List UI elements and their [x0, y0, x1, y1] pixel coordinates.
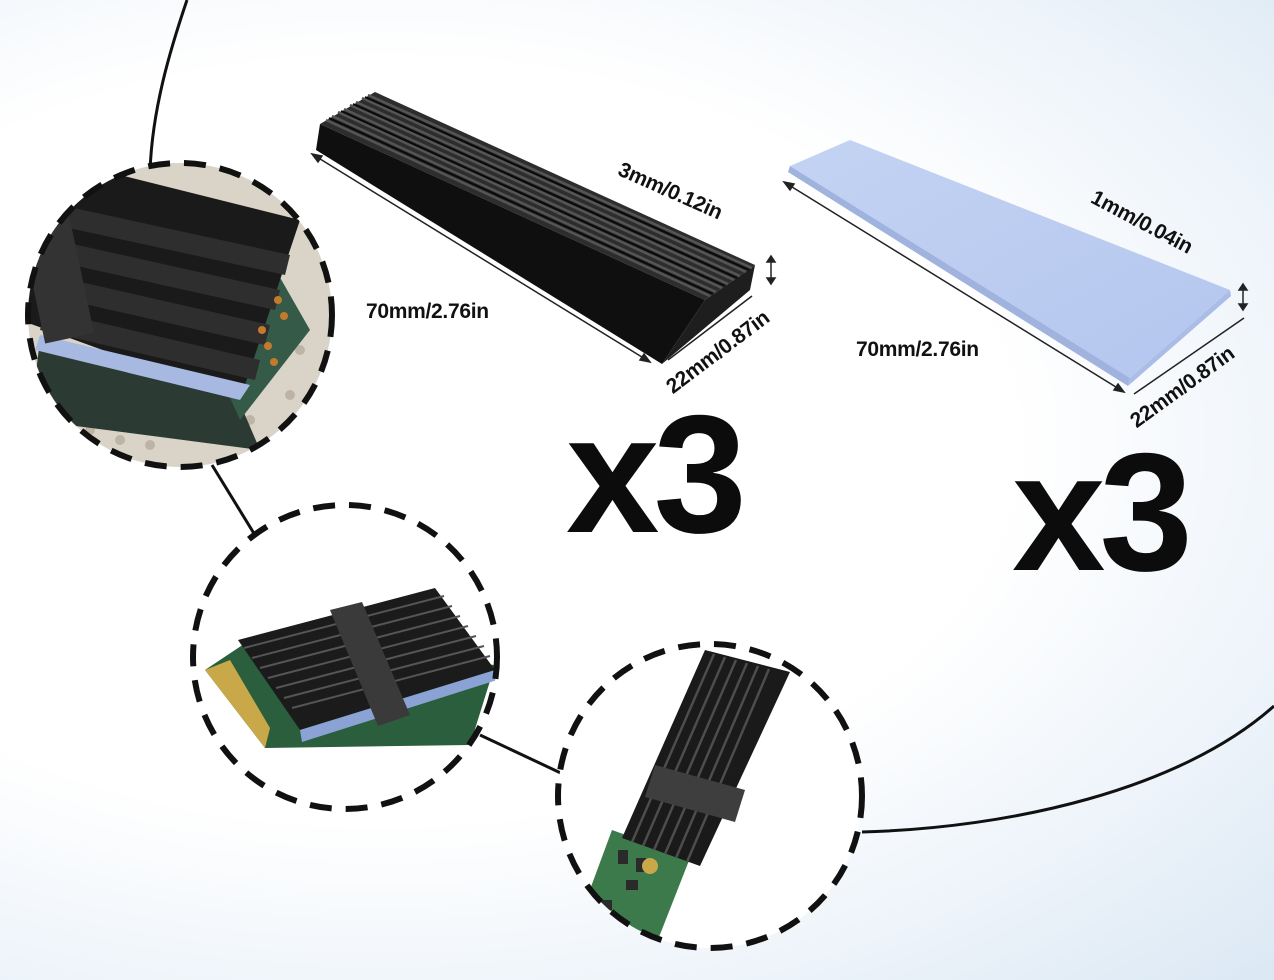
connector-line-2: [479, 733, 566, 777]
heatsink-dimension-arrows: [310, 152, 777, 364]
detail-view-ssd-angled: [190, 502, 500, 812]
thermal-pad-product: [788, 140, 1231, 386]
connector-curve-right: [861, 704, 1274, 834]
heatsink-product: [316, 92, 755, 364]
pad-quantity-label: x3: [1012, 418, 1193, 606]
heatsink-quantity-label: x3: [566, 380, 747, 568]
detail-view-ssd-top: [555, 641, 865, 951]
connector-line-1: [210, 464, 260, 541]
pad-length-label: 70mm/2.76in: [856, 338, 979, 361]
pad-dimension-arrows: [782, 180, 1249, 395]
heatsink-length-label: 70mm/2.76in: [366, 300, 489, 323]
connector-curve-top: [148, 0, 189, 173]
detail-view-fins-closeup: [25, 160, 335, 470]
